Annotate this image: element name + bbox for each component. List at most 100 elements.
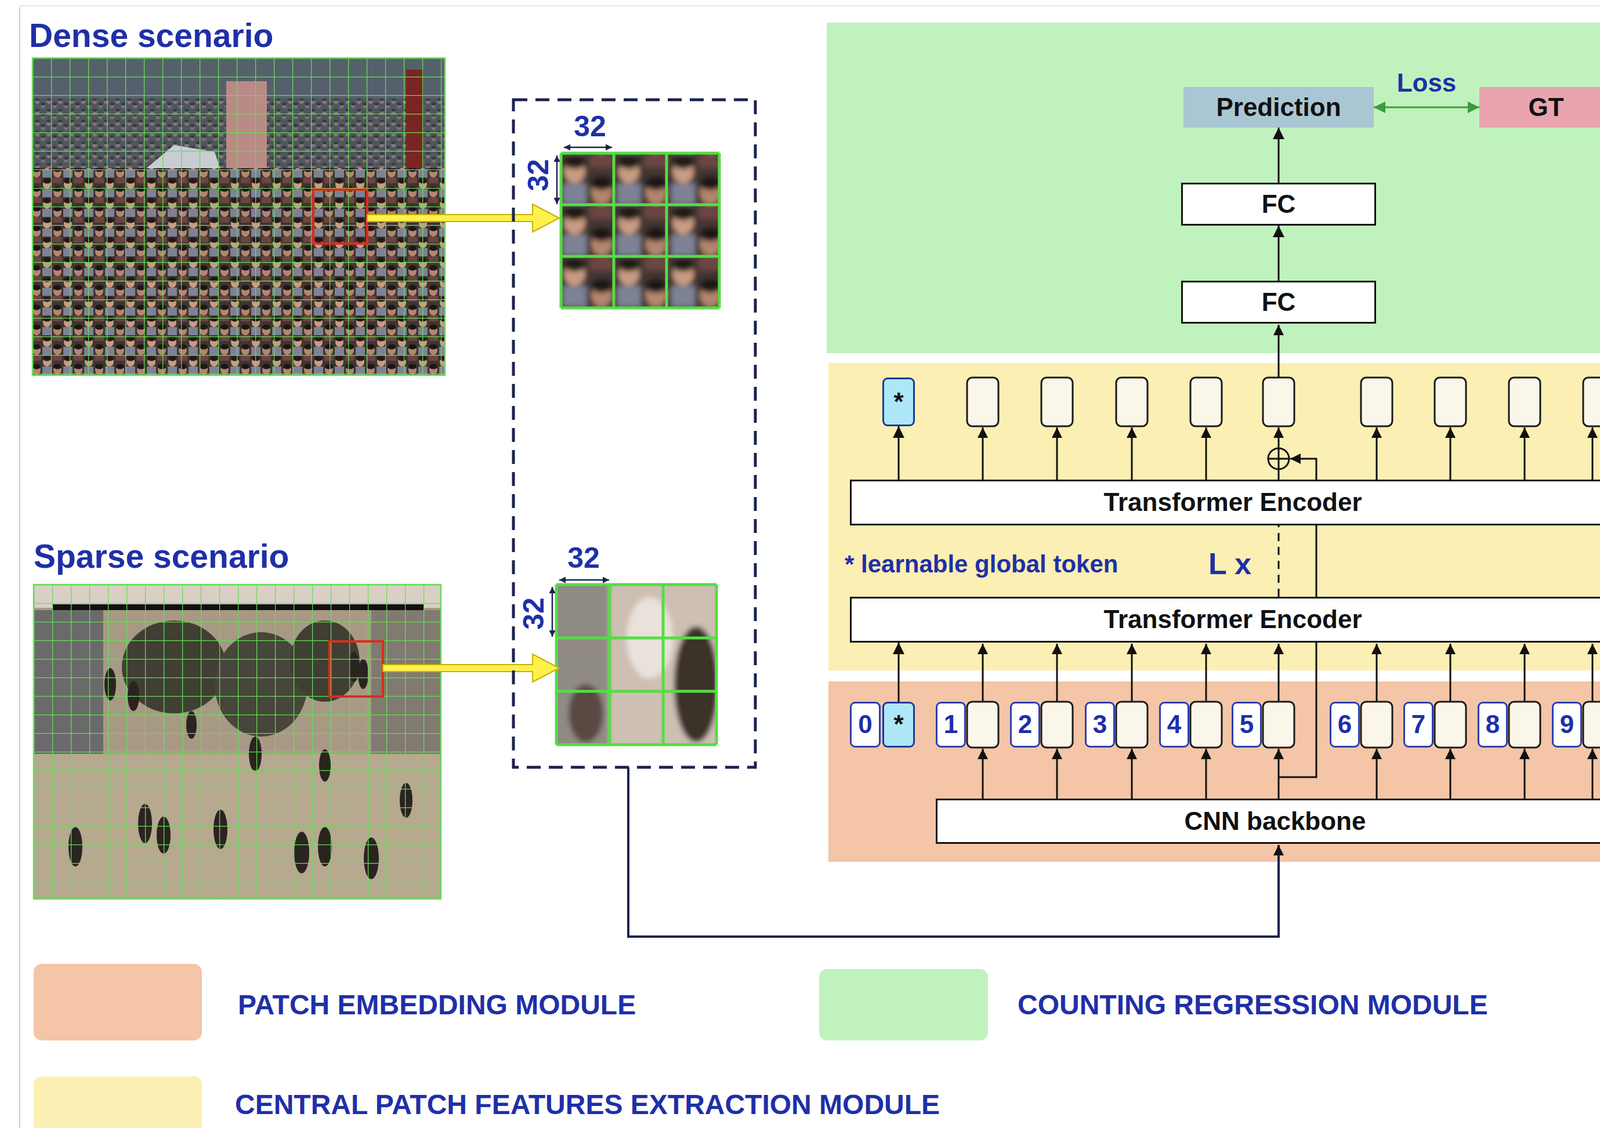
flow-arrow bbox=[1278, 427, 1280, 449]
sparse-patch-zoom bbox=[556, 743, 717, 747]
dense-patch-zoom bbox=[560, 153, 720, 309]
dimension-mark bbox=[559, 579, 610, 582]
patch-feature-token bbox=[967, 701, 1600, 748]
dimension-label: 32 bbox=[567, 542, 600, 575]
node-text: FC bbox=[1261, 190, 1297, 219]
selected-patch bbox=[313, 189, 368, 244]
flow-arrow bbox=[1278, 324, 1280, 378]
flow-arrow bbox=[1449, 748, 1452, 799]
residual-connection bbox=[1290, 458, 1317, 480]
connector bbox=[1278, 225, 1280, 281]
sparse-patch-zoom bbox=[556, 584, 610, 745]
patch-feature-token bbox=[1190, 701, 1222, 748]
dimension-label: 32 bbox=[522, 158, 555, 192]
connector bbox=[1278, 525, 1280, 597]
patch-feature-token bbox=[1262, 701, 1295, 748]
input-wire bbox=[628, 767, 1279, 937]
repeat-count: L x bbox=[1208, 547, 1252, 581]
legend-swatch bbox=[33, 1076, 202, 1128]
patch-index-box: 7 bbox=[1403, 701, 1434, 748]
connector bbox=[898, 426, 900, 480]
node-text: 5 bbox=[1239, 710, 1254, 739]
node-text: Prediction bbox=[1215, 93, 1341, 122]
dimension-mark bbox=[552, 147, 613, 637]
flow-arrow bbox=[1591, 427, 1594, 480]
node-text: 3 bbox=[1092, 710, 1107, 739]
residual-connection bbox=[1278, 642, 1317, 778]
ground-truth-box: GT bbox=[1479, 87, 1600, 128]
patch-feature-token bbox=[1041, 701, 1073, 748]
fc-layer-box: FC bbox=[1181, 280, 1377, 324]
dense-patch-zoom bbox=[560, 306, 720, 310]
flow-arrow bbox=[1376, 748, 1378, 799]
flow-arrow bbox=[1524, 748, 1526, 799]
sparse-patch-zoom bbox=[556, 584, 717, 745]
dense-patch-zoom bbox=[560, 153, 720, 309]
sparse-crowd-photo bbox=[33, 584, 441, 900]
output-token bbox=[1508, 377, 1541, 427]
connector bbox=[1278, 127, 1280, 183]
patch-index-box: 5 bbox=[1231, 701, 1262, 748]
module-regions bbox=[826, 22, 1600, 863]
global-token: * bbox=[882, 377, 915, 427]
backbone-box: CNN backbone bbox=[935, 798, 1600, 845]
legend-text: COUNTING REGRESSION MODULE bbox=[1017, 990, 1489, 1022]
sparse-patch-zoom bbox=[556, 636, 717, 640]
patch-index-box: 6 bbox=[1329, 701, 1360, 748]
patch-index-box: 4 bbox=[1159, 701, 1190, 748]
residual-connection bbox=[1268, 448, 1290, 470]
patch-index-box: 1 bbox=[935, 701, 966, 748]
residual-connection bbox=[1278, 448, 1280, 470]
output-token bbox=[1583, 377, 1600, 427]
dense-patch-zoom bbox=[718, 153, 722, 309]
node-text: FC bbox=[1261, 288, 1297, 317]
connector bbox=[1373, 106, 1480, 109]
scenario-title: Sparse scenario bbox=[33, 538, 289, 575]
patch-index-box: 2 bbox=[1010, 701, 1041, 748]
flow-arrow bbox=[1524, 643, 1526, 702]
node-text: 4 bbox=[1167, 710, 1182, 739]
node-text: 9 bbox=[1559, 710, 1574, 739]
sparse-patch-zoom bbox=[715, 584, 719, 745]
flow-arrow bbox=[1205, 643, 1208, 702]
patch-feature-token bbox=[1583, 701, 1600, 748]
legend-swatch bbox=[33, 964, 202, 1041]
flow-arrow bbox=[1131, 643, 1133, 702]
flow-arrow bbox=[1131, 427, 1133, 480]
patch-index-box: 9 bbox=[1551, 701, 1583, 748]
zoom-arrow bbox=[382, 654, 560, 683]
sparse-crowd-photo bbox=[33, 584, 441, 900]
node-text: 1 bbox=[943, 710, 958, 739]
patch-index-box: 8 bbox=[1477, 701, 1508, 748]
legend-text: CENTRAL PATCH FEATURES EXTRACTION MODULE bbox=[234, 1090, 940, 1121]
flow-arrow bbox=[982, 643, 984, 702]
flow-arrow bbox=[982, 427, 984, 480]
dense-patch-zoom bbox=[560, 151, 720, 155]
dimension-mark bbox=[563, 146, 613, 149]
node-text: 6 bbox=[1337, 710, 1352, 739]
flow-arrow bbox=[1056, 748, 1059, 799]
dense-patch-zoom bbox=[612, 153, 616, 309]
node-text: 0 bbox=[858, 710, 872, 739]
node-text: Transformer Encoder bbox=[1103, 605, 1362, 634]
dense-patch-zoom bbox=[665, 153, 669, 309]
patch-feature-token bbox=[1434, 701, 1466, 748]
legend-swatch bbox=[819, 969, 988, 1041]
zoom-arrow bbox=[367, 204, 560, 683]
sparse-patch-zoom bbox=[556, 584, 717, 745]
sparse-patch-zoom bbox=[661, 584, 665, 745]
flow-arrow bbox=[982, 748, 984, 799]
prediction-box: Prediction bbox=[1183, 87, 1374, 128]
node-text: * bbox=[893, 388, 904, 416]
global-token: * bbox=[882, 701, 915, 748]
output-token bbox=[967, 377, 1600, 427]
patch-group-frame bbox=[513, 99, 756, 768]
node-text: 2 bbox=[1018, 710, 1033, 739]
dense-patch-zoom bbox=[560, 153, 720, 309]
legend-text: PATCH EMBEDDING MODULE bbox=[237, 990, 636, 1022]
page-frame bbox=[19, 5, 1600, 7]
sparse-patch-zoom bbox=[608, 584, 612, 745]
output-token bbox=[1360, 377, 1393, 427]
flow-arrow bbox=[1056, 643, 1059, 702]
